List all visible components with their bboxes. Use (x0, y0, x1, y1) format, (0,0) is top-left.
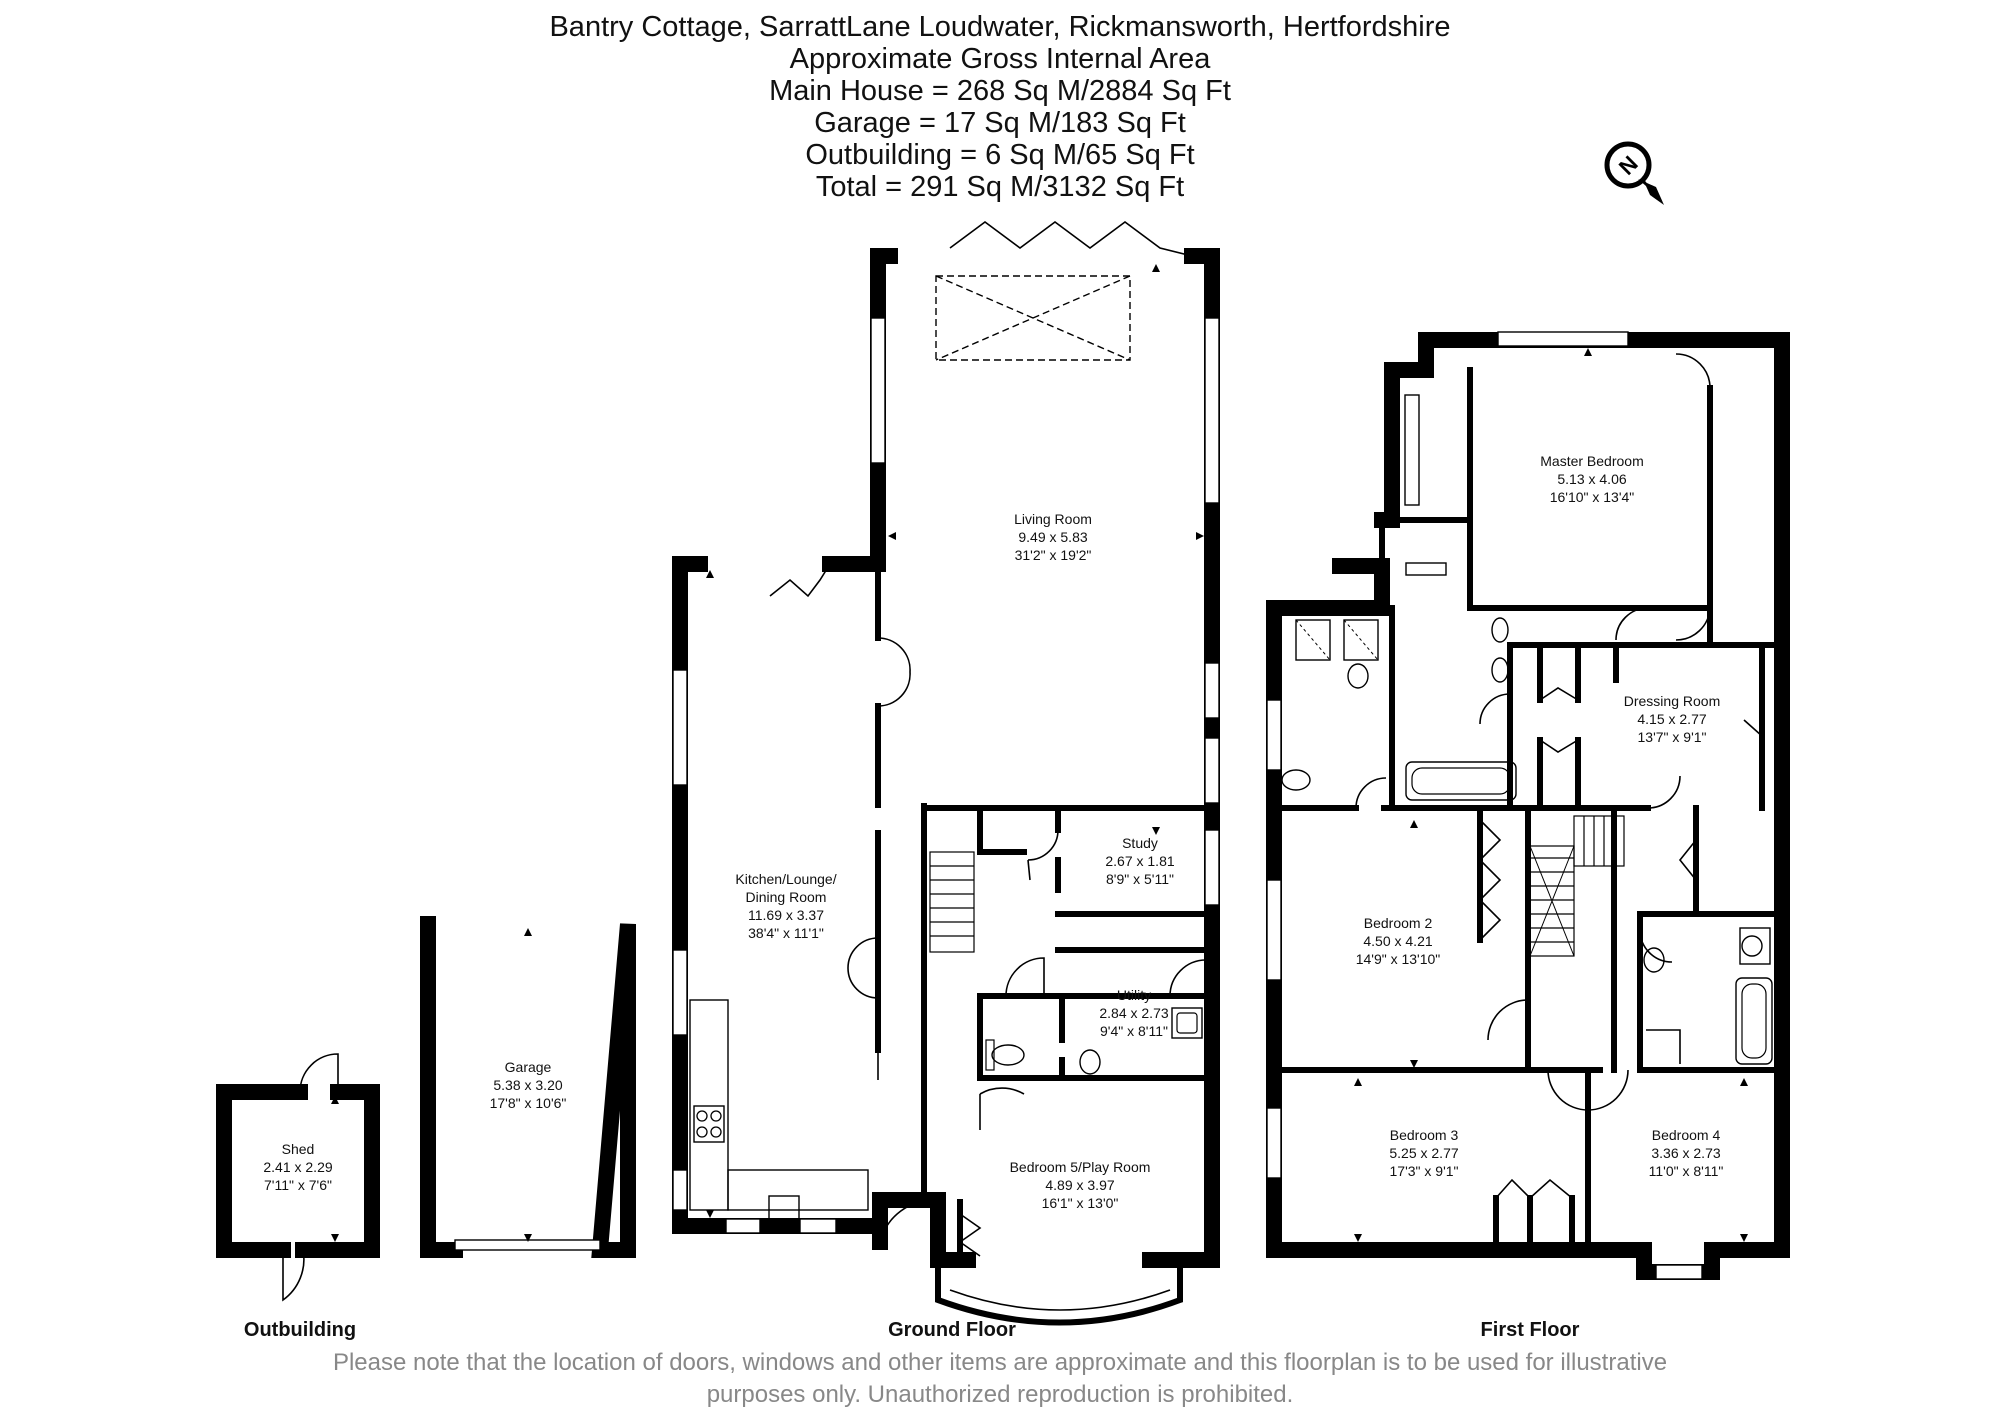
label-bedroom-3: Bedroom 3 5.25 x 2.77 17'3" x 9'1" (1389, 1127, 1458, 1179)
svg-text:4.50 x 4.21: 4.50 x 4.21 (1363, 933, 1432, 949)
svg-text:16'10" x 13'4": 16'10" x 13'4" (1550, 489, 1635, 505)
svg-text:38'4" x 11'1": 38'4" x 11'1" (748, 925, 824, 941)
label-bedroom-2: Bedroom 2 4.50 x 4.21 14'9" x 13'10" (1356, 915, 1441, 967)
main-house-area: Main House = 268 Sq M/2884 Sq Ft (769, 75, 1231, 107)
disclaimer-line-2: purposes only. Unauthorized reproduction… (707, 1381, 1294, 1408)
label-kitchen: Kitchen/Lounge/ Dining Room 11.69 x 3.37… (735, 871, 836, 941)
svg-text:11'0" x 8'11": 11'0" x 8'11" (1649, 1163, 1724, 1179)
svg-text:2.84 x 2.73: 2.84 x 2.73 (1099, 1005, 1168, 1021)
outbuilding-shed (216, 1053, 380, 1302)
property-address: Bantry Cottage, SarrattLane Loudwater, R… (549, 11, 1450, 43)
label-garage: Garage 5.38 x 3.20 17'8" x 10'6" (490, 1059, 567, 1111)
label-utility: Utility 2.84 x 2.73 9'4" x 8'11" (1099, 987, 1168, 1039)
svg-text:5.38 x 3.20: 5.38 x 3.20 (493, 1077, 562, 1093)
disclaimer-line-1: Please note that the location of doors, … (333, 1349, 1667, 1376)
svg-text:13'7" x 9'1": 13'7" x 9'1" (1638, 729, 1707, 745)
label-living-room: Living Room 9.49 x 5.83 31'2" x 19'2" (1014, 511, 1092, 563)
svg-text:Garage: Garage (505, 1059, 552, 1075)
svg-text:7'11" x 7'6": 7'11" x 7'6" (264, 1177, 332, 1193)
svg-text:4.89 x 3.97: 4.89 x 3.97 (1045, 1177, 1114, 1193)
svg-text:Bedroom 5/Play Room: Bedroom 5/Play Room (1010, 1159, 1151, 1175)
svg-text:5.25 x 2.77: 5.25 x 2.77 (1389, 1145, 1458, 1161)
svg-text:Master Bedroom: Master Bedroom (1540, 453, 1643, 469)
svg-text:5.13 x 4.06: 5.13 x 4.06 (1557, 471, 1626, 487)
garage (420, 916, 636, 1258)
label-bedroom-4: Bedroom 4 3.36 x 2.73 11'0" x 8'11" (1649, 1127, 1724, 1179)
svg-text:Bedroom 2: Bedroom 2 (1364, 915, 1433, 931)
first-floor (1266, 331, 1790, 1280)
label-master-bedroom: Master Bedroom 5.13 x 4.06 16'10" x 13'4… (1540, 453, 1643, 505)
svg-text:31'2" x 19'2": 31'2" x 19'2" (1015, 547, 1092, 563)
svg-text:8'9" x 5'11": 8'9" x 5'11" (1106, 871, 1174, 887)
svg-text:Utility: Utility (1117, 987, 1151, 1003)
label-study: Study 2.67 x 1.81 8'9" x 5'11" (1105, 835, 1174, 887)
outbuilding-area: Outbuilding = 6 Sq M/65 Sq Ft (805, 139, 1194, 171)
header: Bantry Cottage, SarrattLane Loudwater, R… (549, 11, 1450, 203)
svg-text:2.41 x 2.29: 2.41 x 2.29 (263, 1159, 332, 1175)
floor-label-first: First Floor (1481, 1319, 1580, 1341)
svg-text:Dining Room: Dining Room (746, 889, 827, 905)
svg-text:Dressing Room: Dressing Room (1624, 693, 1720, 709)
ground-floor (672, 221, 1220, 1326)
svg-text:17'3" x 9'1": 17'3" x 9'1" (1390, 1163, 1459, 1179)
svg-text:4.15 x 2.77: 4.15 x 2.77 (1637, 711, 1706, 727)
svg-text:2.67 x 1.81: 2.67 x 1.81 (1105, 853, 1174, 869)
label-bedroom-5: Bedroom 5/Play Room 4.89 x 3.97 16'1" x … (1010, 1159, 1151, 1211)
svg-text:3.36 x 2.73: 3.36 x 2.73 (1651, 1145, 1720, 1161)
floor-label-outbuilding: Outbuilding (244, 1319, 356, 1341)
svg-text:Shed: Shed (282, 1141, 315, 1157)
svg-text:11.69 x 3.37: 11.69 x 3.37 (748, 907, 824, 923)
svg-text:Bedroom 4: Bedroom 4 (1652, 1127, 1721, 1143)
label-dressing-room: Dressing Room 4.15 x 2.77 13'7" x 9'1" (1624, 693, 1720, 745)
svg-text:14'9" x 13'10": 14'9" x 13'10" (1356, 951, 1441, 967)
area-title: Approximate Gross Internal Area (790, 43, 1212, 75)
svg-text:Living Room: Living Room (1014, 511, 1092, 527)
room-labels: Living Room 9.49 x 5.83 31'2" x 19'2" Ki… (263, 453, 1723, 1211)
svg-text:16'1" x 13'0": 16'1" x 13'0" (1042, 1195, 1119, 1211)
stairs-first (1529, 815, 1625, 957)
svg-text:9'4" x 8'11": 9'4" x 8'11" (1100, 1023, 1168, 1039)
garage-area: Garage = 17 Sq M/183 Sq Ft (814, 107, 1186, 139)
svg-text:9.49 x 5.83: 9.49 x 5.83 (1018, 529, 1087, 545)
floor-label-ground: Ground Floor (888, 1319, 1016, 1341)
label-shed: Shed 2.41 x 2.29 7'11" x 7'6" (263, 1141, 332, 1193)
total-area: Total = 291 Sq M/3132 Sq Ft (816, 171, 1184, 203)
north-arrow-icon: N (1604, 141, 1664, 205)
stairs-ground (929, 851, 975, 953)
svg-text:Study: Study (1122, 835, 1158, 851)
svg-text:Bedroom 3: Bedroom 3 (1390, 1127, 1459, 1143)
svg-text:Kitchen/Lounge/: Kitchen/Lounge/ (735, 871, 836, 887)
svg-text:17'8" x 10'6": 17'8" x 10'6" (490, 1095, 567, 1111)
